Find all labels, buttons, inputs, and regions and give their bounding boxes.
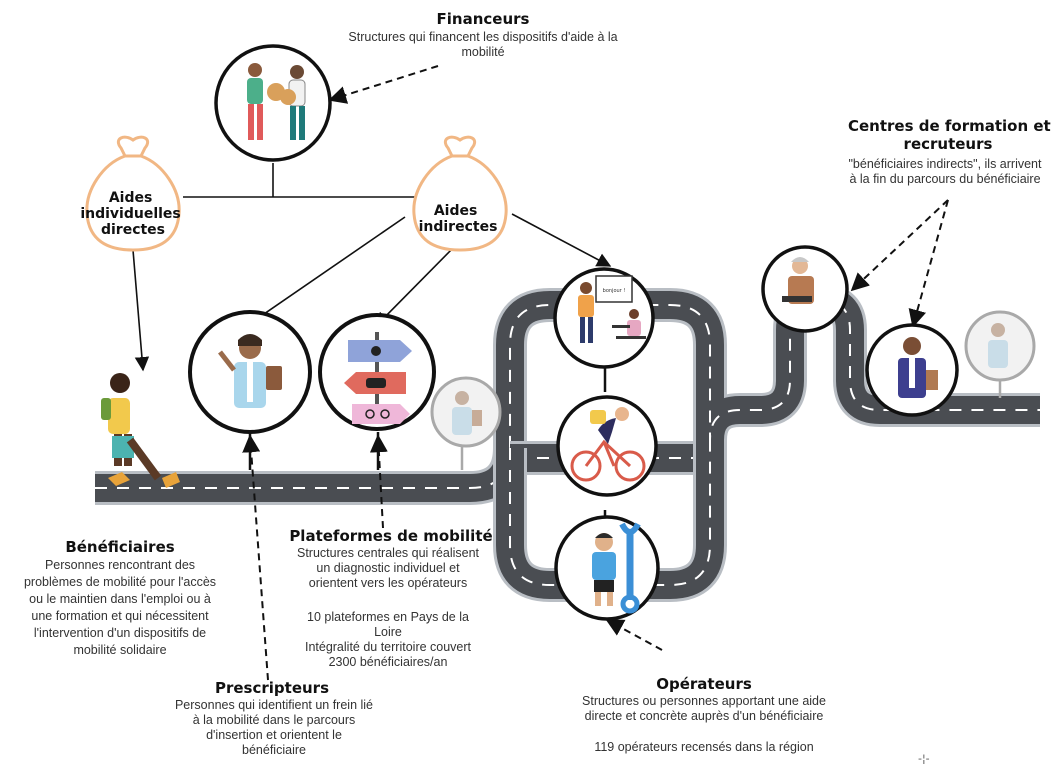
operateurs-title: Opérateurs	[656, 675, 752, 693]
formation-circle: bonjour !	[553, 267, 655, 369]
aides-individuelles-label: Aides individuelles directes	[80, 190, 185, 238]
money-exchange-icon	[247, 63, 306, 140]
teacher-icon: bonjour !	[578, 275, 646, 343]
prescripteurs-desc: Personnes qui identifient un frein lié à…	[174, 698, 374, 757]
centres-title: Centres de formation et recruteurs	[848, 117, 1051, 153]
mechanic-icon	[592, 522, 641, 614]
cyclist-icon	[570, 407, 646, 482]
centre-formation-circle	[761, 245, 849, 333]
teacher-reading-icon	[782, 257, 814, 304]
financeurs-circle	[214, 44, 332, 162]
signpost-icon	[344, 332, 412, 424]
recruteur-circle	[865, 323, 959, 417]
beneficiaires-desc: Personnes rencontrant des problèmes de m…	[23, 558, 217, 657]
footer-mark: -¦-	[918, 752, 930, 765]
advisor-icon	[218, 334, 282, 408]
financeurs-desc: Structures qui financent les dispositifs…	[348, 30, 618, 59]
prescripteurs-title: Prescripteurs	[214, 679, 329, 697]
velo-circle	[556, 395, 658, 497]
plateformes-title: Plateformes de mobilité	[289, 527, 493, 545]
plateformes-stats: 10 plateformes en Pays de la Loire Intég…	[304, 610, 472, 669]
financeurs-title: Financeurs	[436, 10, 530, 28]
svg-text:bonjour !: bonjour !	[603, 288, 626, 294]
operateurs-stats: 119 opérateurs recensés dans la région	[594, 740, 814, 754]
walking-person-icon	[101, 373, 180, 488]
recruiter-icon	[898, 337, 938, 398]
faded-advisor-circle	[430, 376, 502, 448]
prescripteur-circle	[188, 310, 312, 434]
plateforme-circle	[318, 313, 436, 431]
faded-end-circle	[964, 310, 1036, 382]
plateformes-desc: Structures centrales qui réalisent un di…	[296, 546, 480, 590]
aides-indirectes-label: Aides indirectes	[419, 203, 498, 235]
operateur-circle	[554, 515, 660, 621]
operateurs-desc: Structures ou personnes apportant une ai…	[582, 694, 826, 723]
centres-desc: "bénéficiaires indirects", ils arrivent …	[848, 157, 1042, 186]
beneficiaires-title: Bénéficiaires	[65, 538, 175, 556]
funding-connectors	[132, 163, 612, 372]
